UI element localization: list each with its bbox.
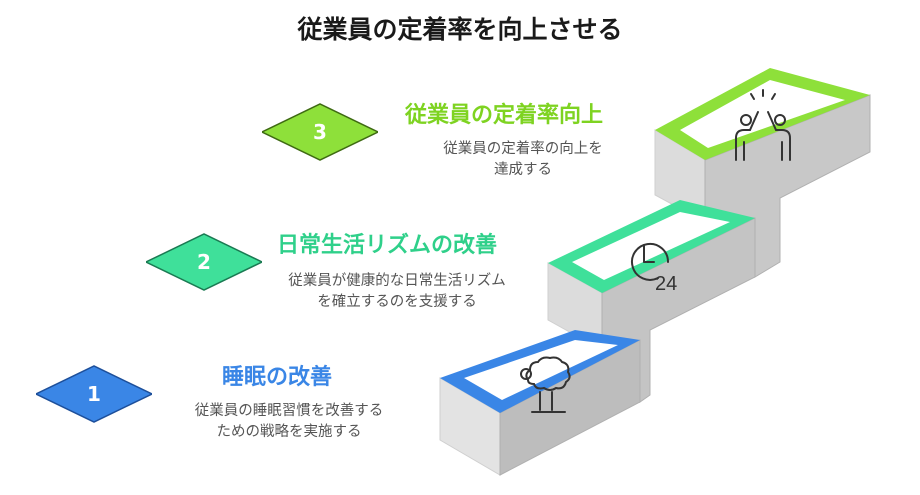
24-hour-clock-icon	[631, 242, 670, 281]
step-1-number: 1	[87, 382, 101, 406]
sheep-icon	[520, 356, 571, 413]
step-3-desc-line1: 従業員の定着率の向上を	[443, 141, 603, 157]
step-3-desc-line2: 達成する	[494, 162, 552, 178]
step-1-title: 睡眠の改善	[222, 365, 333, 390]
step-2-top-inner	[572, 212, 730, 280]
step-2-desc-line1: 従業員が健康的な日常生活リズム	[288, 273, 506, 289]
step-1-desc-line2: ための戦略を実施する	[216, 424, 362, 440]
step-1-desc-line1: 従業員の睡眠習慣を改善する	[194, 403, 384, 419]
step-1-description: 従業員の睡眠習慣を改善する ための戦略を実施する	[166, 401, 412, 443]
step-2-description: 従業員が健康的な日常生活リズム を確立するのを支援する	[256, 271, 538, 313]
high-five-icon	[735, 89, 791, 161]
step-3-title: 従業員の定着率向上	[405, 103, 604, 128]
page-title: 従業員の定着率を向上させる	[297, 15, 623, 44]
step-2-desc-line2: を確立するのを支援する	[317, 294, 477, 310]
step-1-marker: 1	[36, 364, 152, 424]
step-3-marker: 3	[262, 102, 378, 162]
step-3-top-inner	[680, 80, 845, 148]
step-2-title: 日常生活リズムの改善	[277, 233, 498, 258]
step-3-description: 従業員の定着率の向上を 達成する	[418, 139, 628, 181]
step-2-marker: 2	[146, 232, 262, 292]
24-hour-label: 24	[655, 273, 677, 295]
step-1-top-inner	[464, 340, 618, 400]
step-3-number: 3	[313, 120, 327, 144]
step-2-number: 2	[197, 250, 211, 274]
